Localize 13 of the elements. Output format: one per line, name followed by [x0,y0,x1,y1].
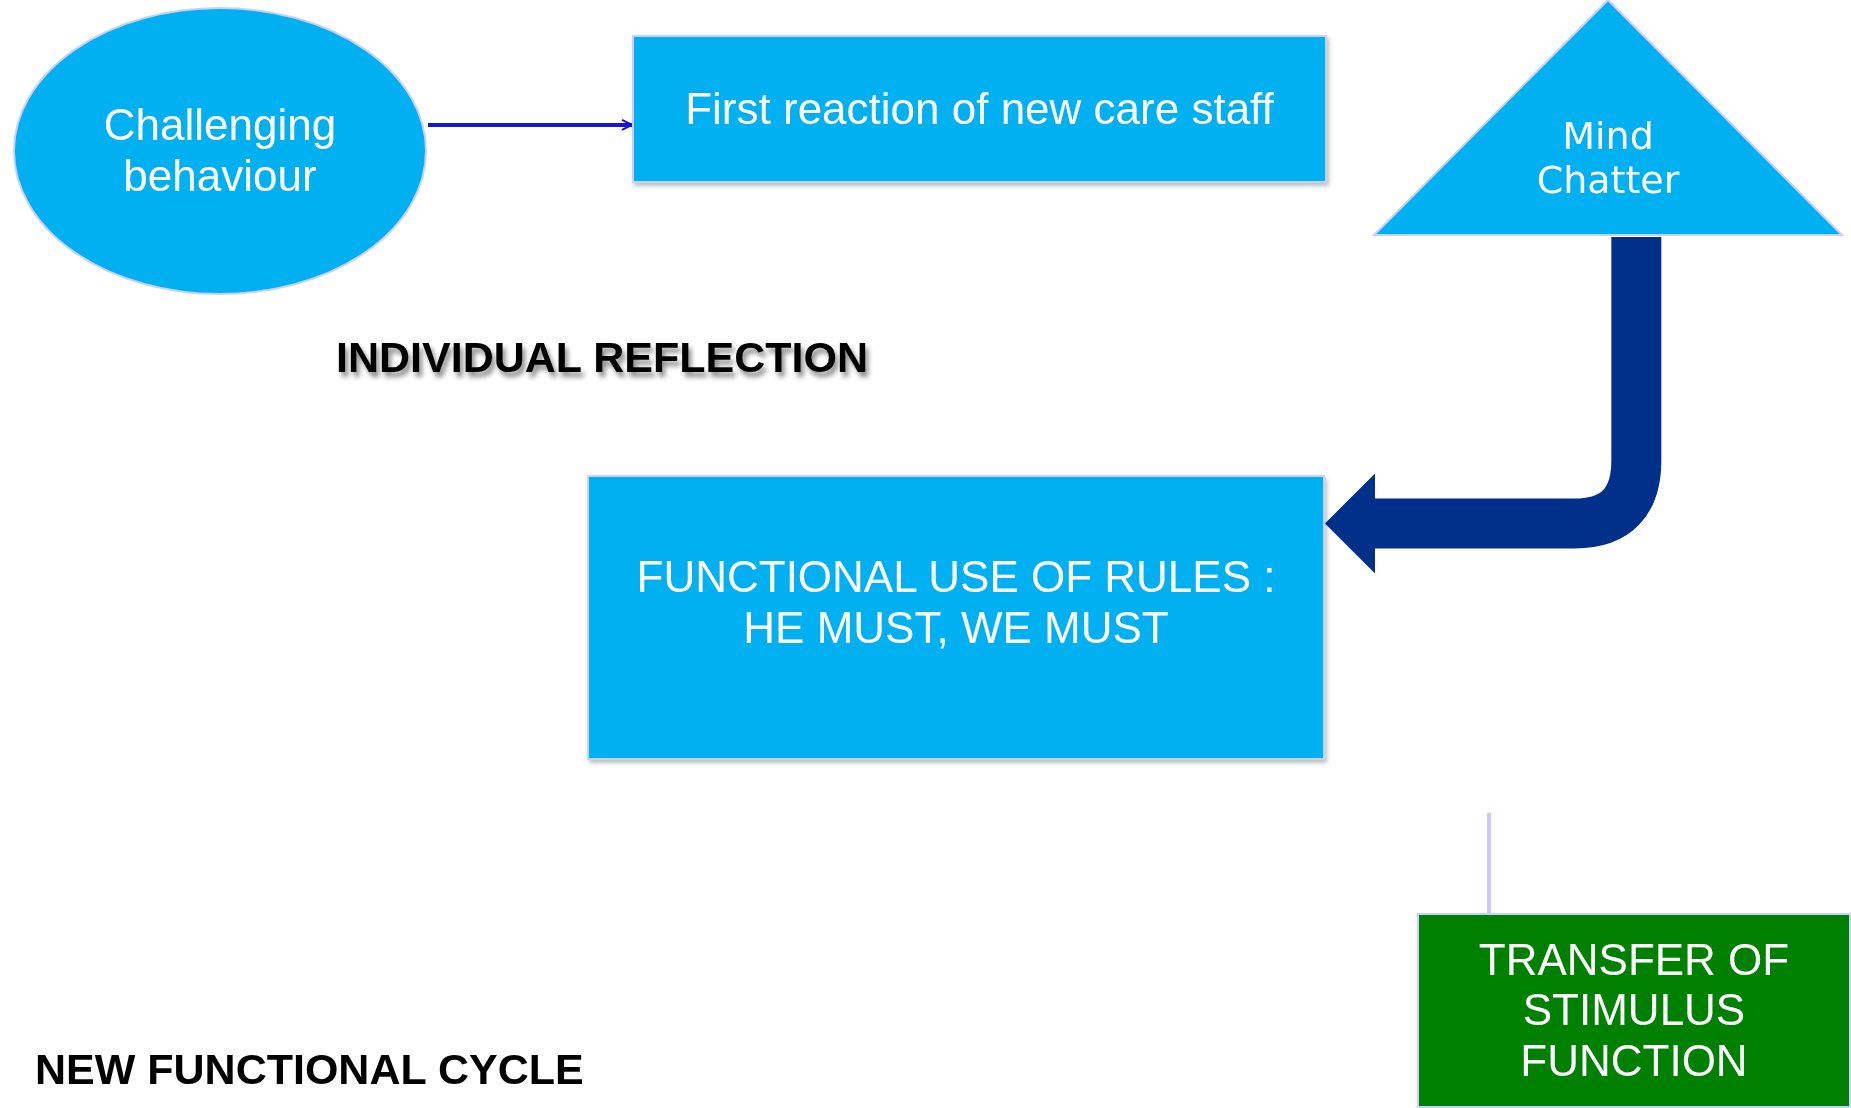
node-text: TRANSFER OF STIMULUS FUNCTION [1477,934,1791,1087]
node-text: First reaction of new care staff [685,83,1274,135]
connector-line [1487,813,1491,913]
node-text: FUNCTIONAL USE OF RULES : HE MUST, WE MUST [635,551,1277,654]
process-box [1417,913,1851,1108]
process-box [587,475,1325,760]
section-heading: INDIVIDUAL REFLECTION [336,333,868,382]
section-heading: NEW FUNCTIONAL CYCLE [35,1045,584,1094]
node-text: Challenging behaviour [102,100,338,202]
arrow [428,118,633,131]
node-text: Mind Chatter [1535,114,1681,203]
process-box [632,35,1327,183]
curved-block-arrow [1325,237,1662,574]
